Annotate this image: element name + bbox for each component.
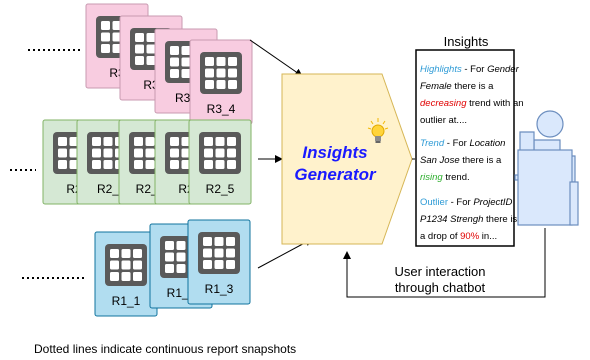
report-card-label: R1_3 [205,282,234,296]
insights-generator: Insights Generator [281,73,413,245]
insights-title: Insights [444,34,489,49]
report-card-r3-4: R3_4 [189,39,253,125]
generator-label-line2: Generator [294,165,377,184]
insight-line: rising trend. [420,172,470,183]
report-card-label: R3_4 [207,102,236,116]
report-card-r1-1: R1_1 [94,231,158,317]
person-at-computer-icon [514,110,579,226]
insight-line: P1234 Strengh there is [420,214,517,225]
grid-icon [198,232,240,274]
grid-icon [200,52,242,94]
insight-line: Highlights - For Gender [420,64,520,75]
insight-line: a drop of 90% in... [420,231,497,242]
report-card-label: R1_1 [112,294,141,308]
insight-line: decreasing trend with an [420,98,524,109]
generator-label-line1: Insights [302,143,367,162]
insight-line: Trend - For Location [420,138,505,149]
caption: Dotted lines indicate continuous report … [34,342,296,356]
feedback-label-line1: User interaction [394,264,485,279]
feedback-arrow [343,228,546,298]
feedback-label-line2: through chatbot [395,280,486,295]
insight-line: San Jose there is a [420,155,502,166]
arrow-r3-to-generator [249,39,303,77]
report-card-r1-3: R1_3 [187,219,251,305]
insight-line: outlier at.... [420,115,467,126]
insight-line: Female there is a [420,81,494,92]
grid-icon [199,132,241,174]
grid-icon [105,244,147,286]
insight-line: Outlier - For ProjectID [420,197,513,208]
report-card-label: R2_5 [206,182,235,196]
insights-box [415,49,515,247]
report-card-r2-5: R2_5 [188,119,252,205]
report-card-label: R2_ [97,182,119,196]
lightbulb-icon [367,118,389,143]
